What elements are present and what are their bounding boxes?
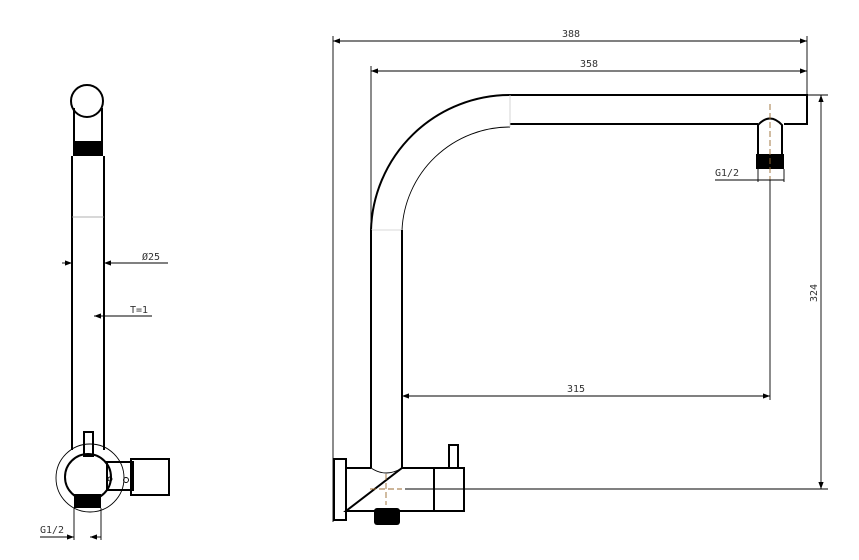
side-pipe [71, 156, 105, 450]
outlet-thread-label: G1/2 [715, 168, 739, 179]
inlet-nut [374, 508, 400, 525]
side-thread-label: G1/2 [40, 525, 64, 536]
height-label: 324 [809, 284, 820, 302]
thread-nut [74, 494, 101, 508]
valve-body [343, 467, 465, 512]
spout-outer [370, 94, 808, 231]
overall-width-label: 388 [562, 29, 580, 40]
spout-width-label: 358 [580, 59, 598, 70]
wall-flange [333, 458, 347, 521]
vertical-pipe [370, 230, 403, 468]
valve-inner-circle [64, 453, 112, 501]
valve-arm [106, 461, 134, 491]
side-view: Ø25 T=1 G1/2 [40, 84, 170, 540]
black-band [73, 141, 103, 156]
reach-label: 315 [567, 384, 585, 395]
front-view: 388 358 G1/2 315 324 [332, 29, 828, 525]
top-cap-circle [70, 84, 104, 118]
diameter-label: Ø25 [142, 251, 160, 263]
valve-lever [448, 444, 459, 469]
valve-handle-box [130, 458, 170, 496]
thickness-label: T=1 [130, 305, 148, 316]
